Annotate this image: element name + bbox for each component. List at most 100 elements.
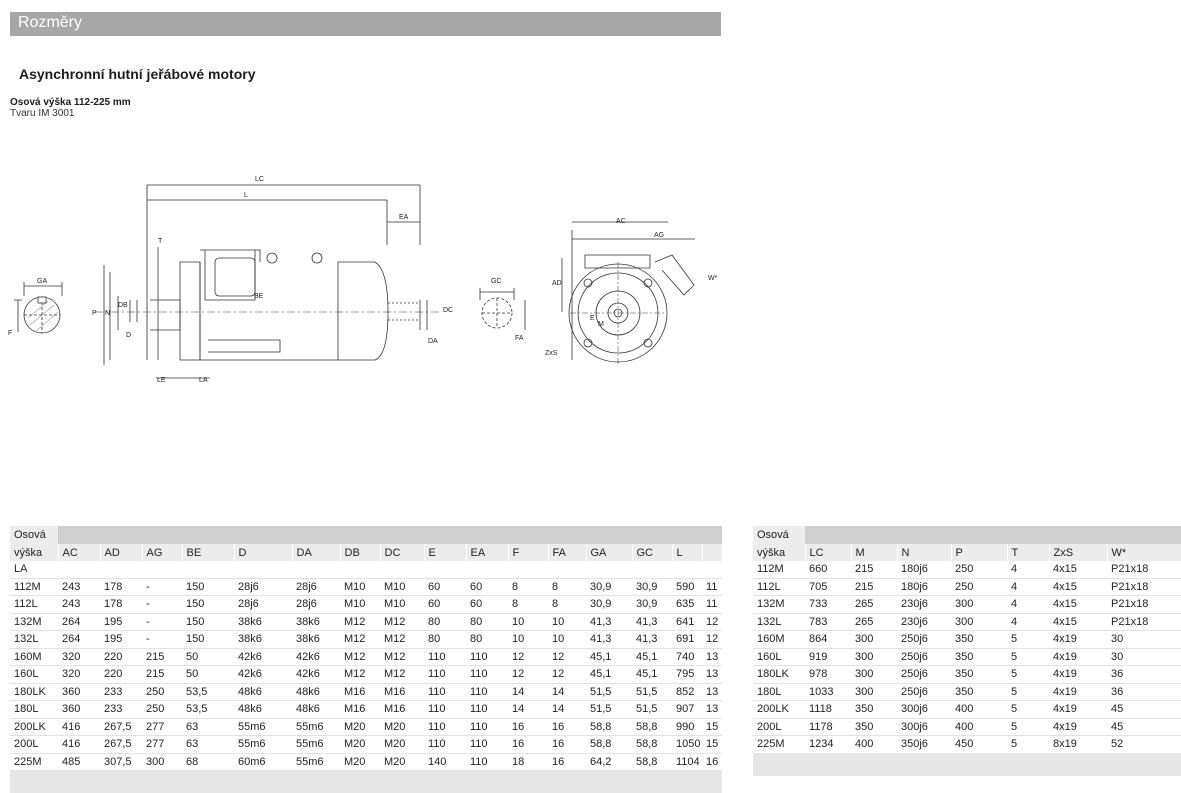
table-cell: 150 bbox=[182, 631, 234, 649]
table-cell: M12 bbox=[380, 648, 424, 666]
column-header: výška bbox=[10, 544, 58, 561]
table-cell: 112L bbox=[753, 578, 805, 596]
table-cell: 140 bbox=[424, 753, 466, 771]
table-cell: P21x18 bbox=[1107, 613, 1181, 631]
table-cell: M16 bbox=[380, 701, 424, 719]
table-cell: 180LK bbox=[753, 666, 805, 684]
column-header: T bbox=[1007, 544, 1049, 561]
table-cell: 51,5 bbox=[586, 701, 632, 719]
table-cell: 5 bbox=[1007, 666, 1049, 684]
section-title: Rozměry bbox=[18, 14, 82, 32]
table-cell: 4 bbox=[1007, 596, 1049, 614]
table-cell: 63 bbox=[182, 736, 234, 754]
table-cell: 267,5 bbox=[100, 718, 142, 736]
table-cell: 485 bbox=[58, 753, 100, 771]
svg-text:T: T bbox=[158, 238, 163, 245]
table-cell: 200L bbox=[753, 718, 805, 736]
column-header: BE bbox=[182, 544, 234, 561]
shaft-section-gc bbox=[480, 288, 525, 330]
table-cell: 400 bbox=[851, 736, 897, 754]
table-cell: 51,5 bbox=[632, 701, 672, 719]
table-cell: 300 bbox=[851, 666, 897, 684]
table-cell: 30 bbox=[1107, 648, 1181, 666]
table-cell: 360 bbox=[58, 683, 100, 701]
table-cell: 400 bbox=[951, 701, 1007, 719]
table-cell: M12 bbox=[380, 666, 424, 684]
table-group-header-row: Osová bbox=[10, 526, 722, 544]
table-cell: 58,8 bbox=[586, 736, 632, 754]
svg-text:AC: AC bbox=[616, 218, 626, 225]
table-cell: 4x19 bbox=[1049, 666, 1107, 684]
table-cell: 160M bbox=[10, 648, 58, 666]
svg-text:E: E bbox=[590, 315, 595, 322]
table-cell: 178 bbox=[100, 596, 142, 614]
table-cell: 160M bbox=[753, 631, 805, 649]
table-cell: 14 bbox=[548, 683, 586, 701]
column-header: GC bbox=[632, 544, 672, 561]
table-cell: 220 bbox=[100, 666, 142, 684]
table-cell: - bbox=[142, 596, 182, 614]
table-cell: 8 bbox=[508, 578, 548, 596]
table-cell: 55m6 bbox=[234, 718, 292, 736]
mounting-form-text: Tvaru IM 3001 bbox=[10, 108, 74, 119]
table-cell: 1050 bbox=[672, 736, 702, 754]
table-cell: 64,2 bbox=[586, 753, 632, 771]
table-cell: 350j6 bbox=[897, 736, 951, 754]
table-cell: M20 bbox=[340, 753, 380, 771]
table-cell: 110 bbox=[424, 648, 466, 666]
table-cell: 4 bbox=[1007, 578, 1049, 596]
svg-text:DA: DA bbox=[428, 338, 438, 345]
table-cell: 360 bbox=[58, 701, 100, 719]
table-cell: 55m6 bbox=[292, 736, 340, 754]
table-cell: 28j6 bbox=[292, 578, 340, 596]
table-cell: 180LK bbox=[10, 683, 58, 701]
table-cell: 783 bbox=[805, 613, 851, 631]
table-cell: 8 bbox=[508, 596, 548, 614]
table-cell: 250 bbox=[142, 683, 182, 701]
svg-text:P: P bbox=[92, 310, 97, 317]
table-cell: 15 bbox=[702, 736, 722, 754]
table-cell: 14 bbox=[508, 701, 548, 719]
table-cell: 250j6 bbox=[897, 648, 951, 666]
table-cell: 28j6 bbox=[292, 596, 340, 614]
table-cell: M20 bbox=[380, 718, 424, 736]
table-cell: 16 bbox=[548, 736, 586, 754]
svg-text:DB: DB bbox=[118, 302, 128, 309]
svg-text:LE: LE bbox=[157, 377, 166, 384]
table-cell: 12 bbox=[702, 631, 722, 649]
table-cell: 13 bbox=[702, 648, 722, 666]
table-cell: 36 bbox=[1107, 683, 1181, 701]
table-cell: 58,8 bbox=[632, 736, 672, 754]
table-cell: 42k6 bbox=[234, 648, 292, 666]
table-cell: - bbox=[142, 613, 182, 631]
table-cell: 38k6 bbox=[292, 613, 340, 631]
table-cell: 215 bbox=[851, 561, 897, 578]
table-cell: 48k6 bbox=[234, 701, 292, 719]
table-cell: 12 bbox=[508, 666, 548, 684]
table-cell: 4x15 bbox=[1049, 613, 1107, 631]
svg-text:LA: LA bbox=[199, 377, 208, 384]
column-header: FA bbox=[548, 544, 586, 561]
table-cell: 215 bbox=[142, 648, 182, 666]
table-cell: 30,9 bbox=[586, 578, 632, 596]
table-cell: 180j6 bbox=[897, 561, 951, 578]
table-cell: 852 bbox=[672, 683, 702, 701]
table-cell: 590 bbox=[672, 578, 702, 596]
table-cell: 53,5 bbox=[182, 683, 234, 701]
table-cell: M12 bbox=[340, 648, 380, 666]
table-cell: 110 bbox=[466, 701, 508, 719]
header-filler-cell bbox=[805, 526, 1181, 544]
table-cell: 41,3 bbox=[586, 613, 632, 631]
footer-cell bbox=[753, 753, 1181, 776]
table-cell: M12 bbox=[340, 666, 380, 684]
table-cell: 13 bbox=[702, 701, 722, 719]
table-cell: 28j6 bbox=[234, 596, 292, 614]
table-cell: 110 bbox=[466, 736, 508, 754]
table-cell: 250 bbox=[142, 701, 182, 719]
table-cell: 350 bbox=[851, 718, 897, 736]
table-cell: 110 bbox=[424, 683, 466, 701]
